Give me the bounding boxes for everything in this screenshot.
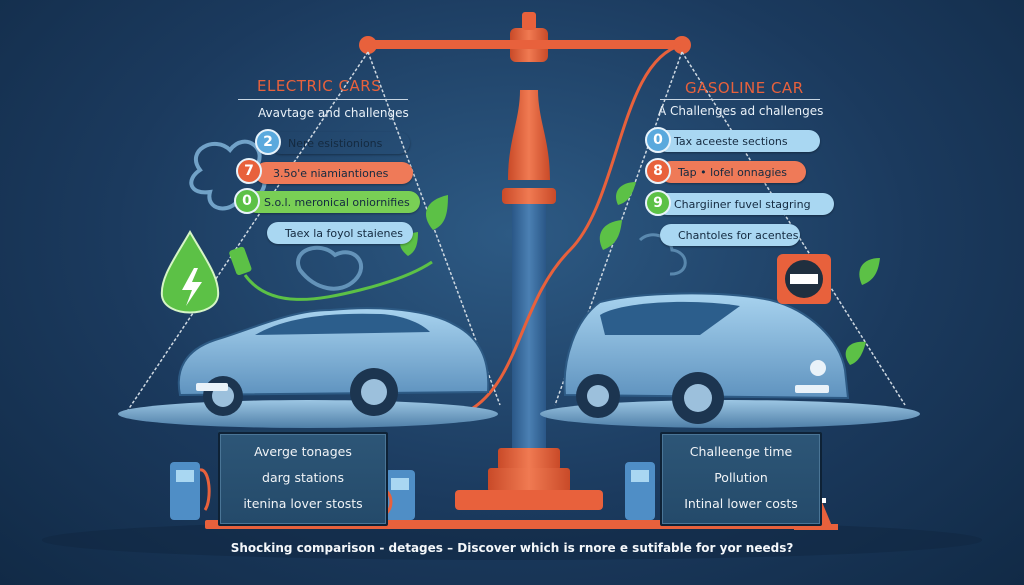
lightning-drop-icon	[160, 229, 220, 314]
right-item-3-text: Chargiiner fuvel stagring	[674, 197, 811, 211]
right-subtitle: A Challenges ad challenges	[658, 104, 824, 118]
left-item-2-badge: 7	[236, 158, 262, 184]
right-panel-line-2: Pollution	[714, 470, 768, 485]
left-panel-line-1: Averge tonages	[254, 444, 352, 459]
right-panel-line-1: Challeenge time	[689, 444, 793, 459]
charging-plug-icon	[229, 246, 252, 276]
left-summary-panel: Averge tonages darg stations itenina lov…	[218, 432, 388, 526]
gasoline-car	[563, 292, 850, 424]
right-item-2: Tap • lofel onnagies	[660, 161, 806, 183]
right-item-3: Chargiiner fuvel stagring	[656, 193, 834, 215]
left-panel-line-2: darg stations	[262, 470, 344, 485]
right-item-1-badge: 0	[645, 127, 671, 153]
smoke-cloud-icon	[189, 139, 267, 211]
left-item-3-text: S.o.l. meronical oniornifies	[264, 195, 410, 209]
left-item-4: Taex la foyol staienes	[267, 222, 413, 244]
left-item-1: Nere esistionions	[270, 132, 410, 154]
scale-pole	[512, 190, 546, 450]
electric-car	[177, 307, 490, 416]
left-title-divider	[238, 99, 408, 100]
right-panel-line-3: Intinal lower costs	[684, 496, 798, 511]
left-item-4-text: Taex la foyol staienes	[285, 226, 403, 240]
left-item-1-text: Nere esistionions	[288, 136, 383, 150]
scale-beam	[370, 40, 680, 49]
left-item-1-badge: 2	[255, 129, 281, 155]
bottom-caption: Shocking comparison - detages – Discover…	[230, 541, 794, 555]
right-item-4-text: Chantoles for acentes	[678, 228, 799, 242]
right-item-3-badge: 9	[645, 190, 671, 216]
left-title: ELECTRIC CARS	[257, 77, 382, 95]
left-subtitle: Avavtage and challenges	[258, 106, 409, 120]
left-scale-pan	[118, 400, 498, 428]
left-item-2: 3.5o'e niamiantiones	[255, 162, 413, 184]
left-item-2-text: 3.5o'e niamiantiones	[273, 166, 389, 180]
right-item-2-badge: 8	[645, 158, 671, 184]
no-entry-sign-icon	[777, 254, 831, 304]
right-item-2-text: Tap • lofel onnagies	[678, 165, 788, 179]
right-scale-pan	[540, 400, 920, 428]
right-item-1-text: Tax aceeste sections	[674, 134, 788, 148]
left-panel-line-3: itenina lover stosts	[243, 496, 363, 511]
right-title: GASOLINE CAR	[685, 79, 804, 97]
left-item-3-badge: 0	[234, 188, 260, 214]
right-title-divider	[660, 99, 820, 100]
right-item-4: Chantoles for acentes	[660, 224, 800, 246]
right-item-1: Tax aceeste sections	[656, 130, 820, 152]
right-summary-panel: Challeenge time Pollution Intinal lower …	[660, 432, 822, 526]
fuel-pump-icon	[170, 462, 655, 520]
left-item-3: S.o.l. meronical oniornifies	[246, 191, 420, 213]
